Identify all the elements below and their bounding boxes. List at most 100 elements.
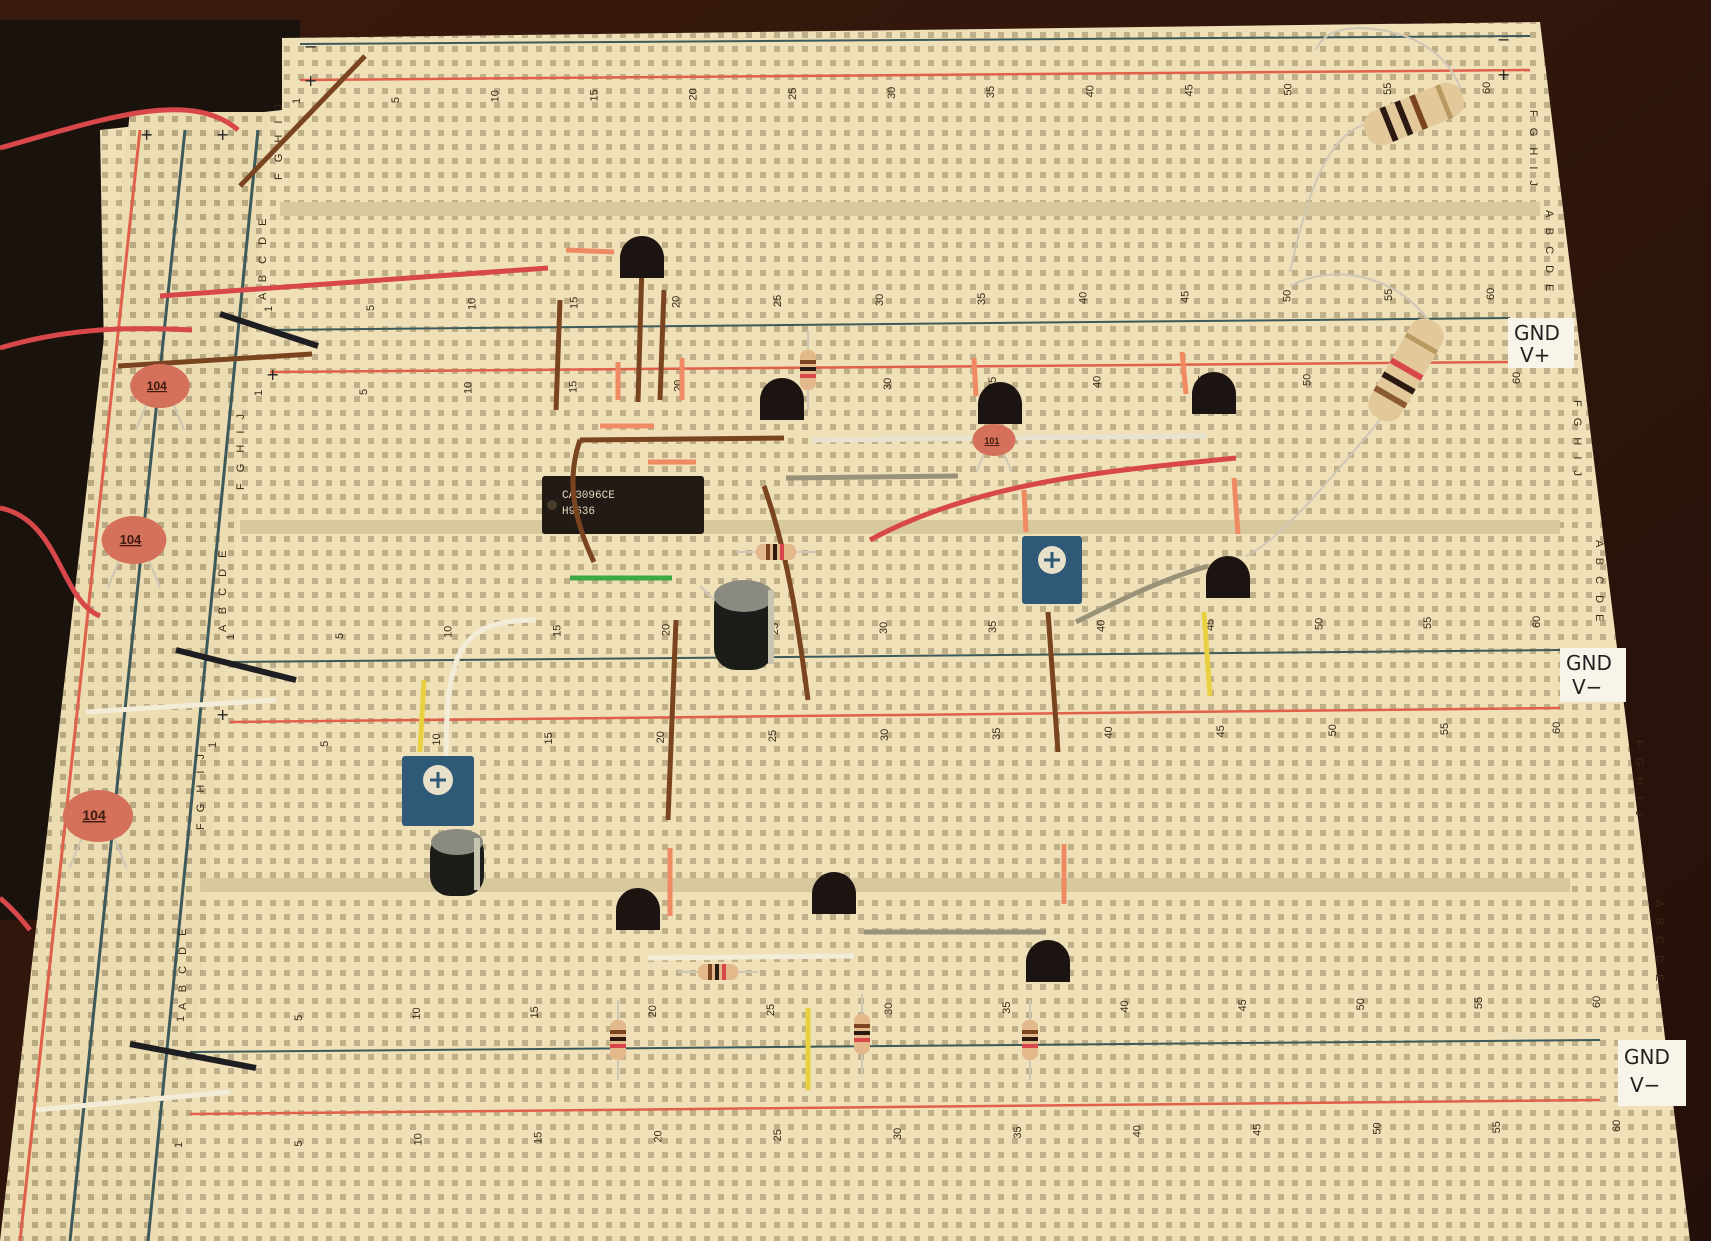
column-number: 40 bbox=[1103, 726, 1115, 738]
row-labels: F G H I J bbox=[1571, 400, 1583, 480]
column-number: 45 bbox=[1184, 84, 1196, 96]
column-number: 40 bbox=[1092, 376, 1104, 388]
column-number: 35 bbox=[987, 621, 999, 633]
band bbox=[1373, 385, 1408, 409]
column-number: 20 bbox=[647, 1005, 659, 1017]
column-number: 60 bbox=[1511, 372, 1523, 384]
ceramic-capacitor: 104 bbox=[62, 790, 134, 869]
row-labels: F G H I J bbox=[195, 750, 207, 830]
column-number: 1 bbox=[207, 742, 219, 748]
trimpot bbox=[402, 756, 474, 826]
transistor-body bbox=[1206, 556, 1250, 598]
column-number: 30 bbox=[886, 87, 898, 99]
tag-card bbox=[1560, 648, 1626, 702]
channel bbox=[280, 202, 1540, 216]
transistor bbox=[1206, 556, 1250, 598]
column-number: 60 bbox=[1611, 1120, 1623, 1132]
rail-line bbox=[189, 1098, 1601, 1116]
tag-line2: V− bbox=[1630, 1073, 1660, 1097]
band bbox=[1435, 84, 1454, 120]
column-number: 50 bbox=[1281, 290, 1293, 302]
capacitor-lead bbox=[68, 836, 84, 869]
ic-label: CA3096CE bbox=[562, 490, 615, 502]
column-number: 55 bbox=[1439, 723, 1451, 735]
left-blue-rail-2 bbox=[146, 129, 260, 1241]
rail-tag: GND V− bbox=[1618, 1040, 1686, 1106]
power-rails bbox=[189, 35, 1601, 1116]
wire-white bbox=[443, 617, 537, 759]
minus-sign: − bbox=[304, 37, 317, 56]
band bbox=[715, 964, 719, 980]
capacitor-top bbox=[714, 580, 774, 612]
capacitor-body bbox=[62, 790, 134, 842]
transistor bbox=[978, 382, 1022, 424]
wire-orange bbox=[565, 247, 615, 255]
resistor bbox=[1245, 273, 1444, 557]
wire-orange bbox=[1021, 489, 1029, 533]
column-number: 15 bbox=[569, 297, 581, 309]
row-labels: A B C D E bbox=[1543, 210, 1555, 296]
transistor-body bbox=[1192, 372, 1236, 414]
column-number: 30 bbox=[892, 1128, 904, 1140]
column-number: 10 bbox=[431, 733, 443, 745]
left-strip-holes bbox=[0, 112, 270, 1241]
band bbox=[1394, 100, 1414, 136]
capacitor-body bbox=[130, 364, 190, 408]
column-number: 60 bbox=[1481, 82, 1493, 94]
column-number: 30 bbox=[878, 622, 890, 634]
band bbox=[708, 964, 712, 980]
column-number: 30 bbox=[882, 378, 894, 390]
column-number: 55 bbox=[1422, 617, 1434, 629]
small-resistor bbox=[1022, 1000, 1038, 1080]
column-number: 1 bbox=[175, 1016, 187, 1022]
row-labels: A B C D E bbox=[1653, 900, 1665, 986]
wire-orange bbox=[971, 357, 979, 397]
wire-brown bbox=[579, 435, 785, 443]
rail-line bbox=[299, 68, 1531, 82]
wire-red bbox=[159, 265, 549, 299]
tag-card bbox=[1508, 318, 1574, 368]
wire-brown bbox=[761, 485, 811, 701]
column-number: 15 bbox=[529, 1006, 541, 1018]
small-resistor bbox=[800, 330, 816, 410]
transistor-body bbox=[616, 888, 660, 930]
rail-line bbox=[229, 706, 1561, 724]
band bbox=[854, 1031, 870, 1035]
band bbox=[1022, 1044, 1038, 1048]
minus-sign: − bbox=[1497, 30, 1510, 49]
column-number: 50 bbox=[1327, 724, 1339, 736]
column-number: 40 bbox=[1078, 292, 1090, 304]
column-number: 35 bbox=[985, 86, 997, 98]
small-resistor bbox=[678, 964, 758, 980]
row-labels: A B C D E bbox=[177, 924, 189, 1010]
small-resistor bbox=[610, 1000, 626, 1080]
column-number: 45 bbox=[1252, 1124, 1264, 1136]
wire-red bbox=[0, 896, 32, 932]
resistor bbox=[1289, 26, 1465, 273]
column-number: 5 bbox=[365, 305, 377, 311]
column-number: 60 bbox=[1531, 616, 1543, 628]
capacitor-top bbox=[431, 829, 483, 855]
column-number: 10 bbox=[467, 298, 479, 310]
trimpot bbox=[1022, 536, 1082, 604]
resistor-bands bbox=[1373, 332, 1439, 409]
band bbox=[1389, 357, 1424, 381]
wire-orange bbox=[1179, 351, 1189, 395]
row-labels: F G H I J bbox=[273, 100, 285, 180]
column-number: 30 bbox=[883, 1003, 895, 1015]
left-red-rail bbox=[18, 129, 142, 1241]
small-resistors bbox=[610, 330, 1038, 1080]
ic-chip: CA3096CE H9636 bbox=[542, 476, 704, 534]
capacitor-stripe bbox=[768, 590, 774, 664]
capacitor-lead bbox=[975, 452, 986, 473]
transistor bbox=[620, 236, 664, 278]
column-number: 40 bbox=[1084, 85, 1096, 97]
wire-black bbox=[129, 1041, 257, 1071]
band bbox=[766, 544, 770, 560]
ic-notch bbox=[547, 500, 557, 510]
column-number: 40 bbox=[1119, 1000, 1131, 1012]
wire-black bbox=[219, 311, 319, 349]
row-labels: F G H I J bbox=[1527, 110, 1539, 190]
column-number: 25 bbox=[787, 88, 799, 100]
